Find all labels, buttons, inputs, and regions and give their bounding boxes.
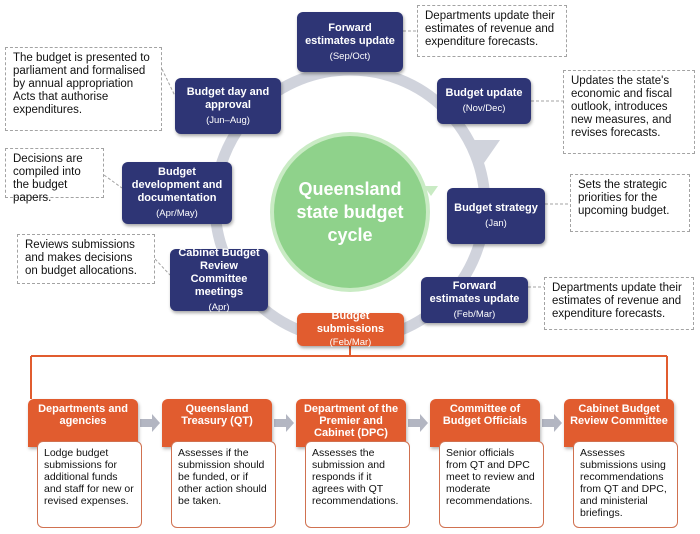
stage-period: (Jun–Aug) — [206, 114, 250, 126]
inner-arrow-icon — [424, 186, 438, 196]
step-cbrc: Cabinet Budget Review Committee — [564, 399, 674, 447]
stage-title: Budget submissions — [316, 310, 385, 335]
step-queensland-treasury-desc: Assesses if the submission should be fun… — [171, 441, 276, 528]
stage-title: Cabinet Budget Review Committee meetings — [178, 246, 260, 298]
step-dpc: Department of the Premier and Cabinet (D… — [296, 399, 406, 447]
stage-cbrc-meetings: Cabinet Budget Review Committee meetings… — [170, 246, 268, 313]
stage-period: (Sep/Oct) — [329, 50, 371, 62]
stage-budget-update: Budget update (Nov/Dec) — [437, 78, 531, 124]
ring-arrow-icon — [468, 140, 500, 163]
stage-budget-day: Budget day and approval (Jun–Aug) — [175, 78, 281, 134]
stage-period: (Apr/May) — [156, 208, 198, 219]
step-cbrc-desc: Assesses submissions using recommendatio… — [573, 441, 678, 528]
stage-title: Budget development and documentation — [131, 166, 223, 204]
stage-period: (Jan) — [485, 218, 507, 229]
stage-period: (Apr) — [208, 301, 230, 313]
stage-budget-strategy: Budget strategy (Jan) — [447, 188, 545, 244]
stage-period: (Feb/Mar) — [329, 337, 372, 348]
center-title: Queensland state budget cycle — [270, 132, 430, 292]
stage-title: Forward estimates update — [429, 279, 520, 305]
note-budget-day: The budget is presented to parliament an… — [5, 47, 162, 131]
stage-budget-submissions: Budget submissions (Feb/Mar) — [297, 310, 404, 348]
step-queensland-treasury: Queensland Treasury (QT) — [162, 399, 272, 447]
stage-budget-development: Budget development and documentation (Ap… — [122, 162, 232, 224]
note-forward-estimates-feb-mar: Departments update their estimates of re… — [544, 277, 694, 330]
step-departments-agencies-desc: Lodge budget submissions for additional … — [37, 441, 142, 528]
stage-forward-estimates-feb-mar: Forward estimates update (Feb/Mar) — [421, 277, 528, 323]
stage-period: (Nov/Dec) — [462, 103, 506, 114]
note-budget-strategy: Sets the strategic priorities for the up… — [570, 174, 690, 232]
stage-title: Forward estimates update — [305, 21, 395, 47]
stage-forward-estimates-sep-oct: Forward estimates update (Sep/Oct) — [297, 12, 403, 72]
stage-title: Budget strategy — [454, 202, 538, 214]
note-budget-update: Updates the state's economic and fiscal … — [563, 70, 695, 154]
stage-title: Budget update — [445, 87, 523, 99]
note-budget-development: Decisions are compiled into the budget p… — [5, 148, 104, 204]
step-dpc-desc: Assesses the submission and responds if … — [305, 441, 410, 528]
stage-title: Budget day and approval — [186, 85, 270, 111]
note-cbrc-meetings: Reviews submissions and makes decisions … — [17, 234, 155, 284]
step-committee-budget-officials-desc: Senior officials from QT and DPC meet to… — [439, 441, 544, 528]
step-committee-budget-officials: Committee of Budget Officials — [430, 399, 540, 447]
step-departments-agencies: Departments and agencies — [28, 399, 138, 447]
note-forward-estimates-sep-oct: Departments update their estimates of re… — [417, 5, 567, 57]
stage-period: (Feb/Mar) — [453, 308, 496, 320]
